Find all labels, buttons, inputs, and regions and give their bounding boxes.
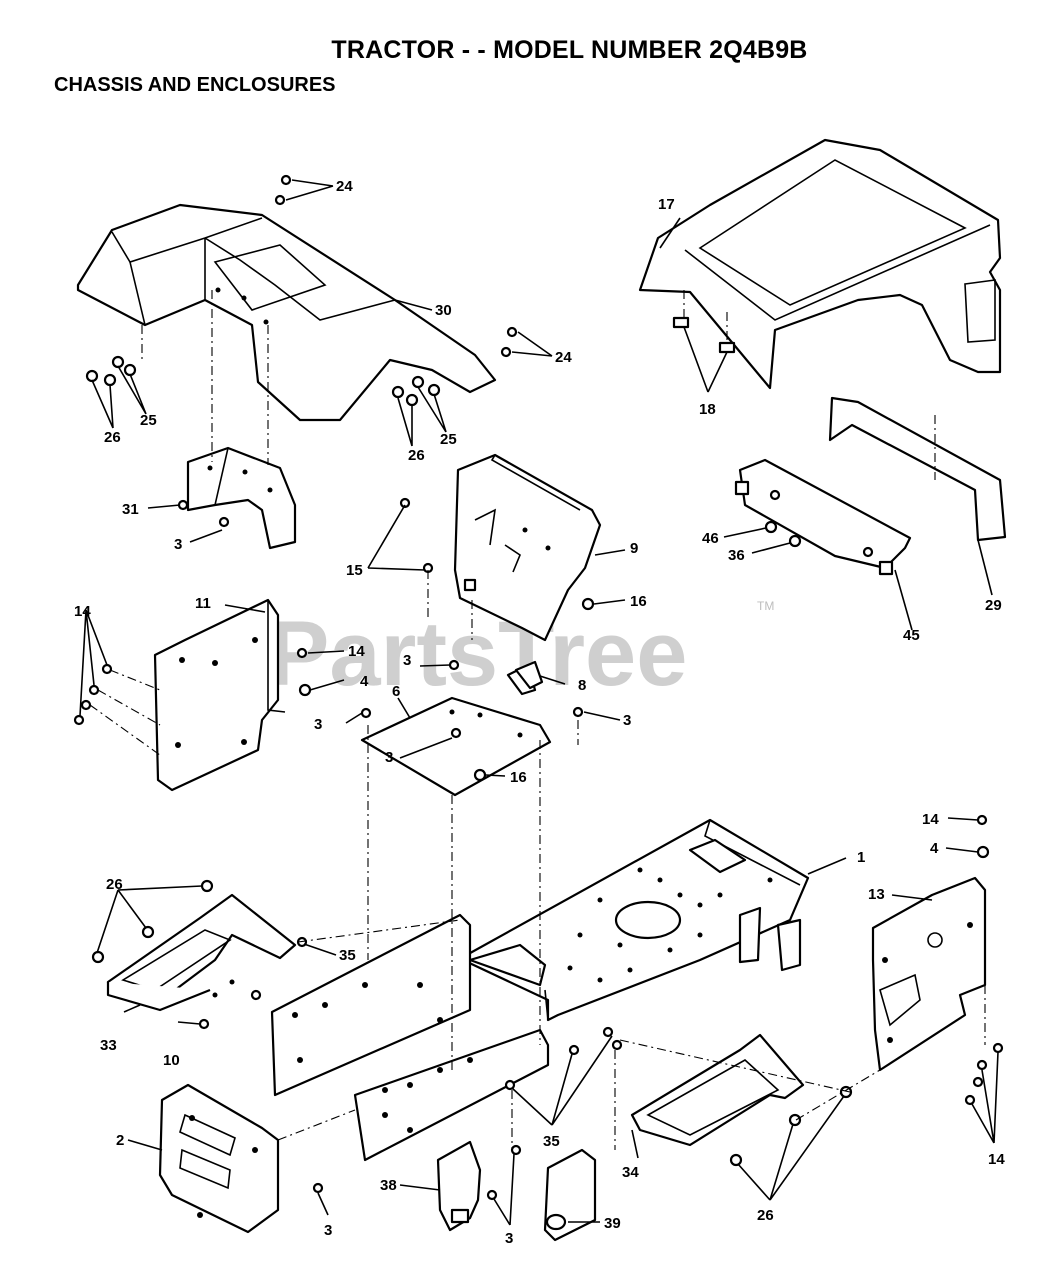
part-30-fender[interactable]: [76, 203, 497, 422]
callout-29: 29: [985, 597, 1002, 614]
section-title: CHASSIS AND ENCLOSURES: [54, 74, 336, 96]
leader-lines: [79, 179, 999, 1226]
callout-26: 26: [104, 429, 121, 446]
callout-10: 10: [163, 1052, 180, 1069]
callout-39: 39: [604, 1215, 621, 1232]
frame-rail-left-outer[interactable]: [270, 913, 472, 1097]
callout-24: 24: [555, 349, 572, 366]
frame-rail-left-inner[interactable]: [353, 1028, 550, 1162]
part-31-mount-bracket[interactable]: [186, 446, 297, 550]
page-title: TRACTOR - - MODEL NUMBER 2Q4B9B: [331, 36, 808, 64]
watermark: PartsTree: [268, 603, 687, 705]
callout-13: 13: [868, 886, 885, 903]
callout-33: 33: [100, 1037, 117, 1054]
part-45-bracket[interactable]: [734, 458, 912, 576]
callout-46: 46: [702, 530, 719, 547]
callout-3: 3: [505, 1230, 513, 1247]
callout-36: 36: [728, 547, 745, 564]
callout-25: 25: [140, 412, 157, 429]
part-1-frame[interactable]: [461, 818, 810, 1022]
callout-26: 26: [408, 447, 425, 464]
callout-8: 8: [578, 677, 586, 694]
part-39-bracket[interactable]: [543, 1148, 597, 1242]
part-2-front-bracket[interactable]: [158, 1083, 280, 1234]
callout-9: 9: [630, 540, 638, 557]
callout-14: 14: [922, 811, 939, 828]
callout-numbers: 24 30 24 26 25 26 25 17 18 31 3 15 9 16 …: [74, 178, 1005, 1247]
callout-14: 14: [74, 603, 91, 620]
callout-3: 3: [385, 749, 393, 766]
callout-17: 17: [658, 196, 675, 213]
callout-3: 3: [623, 712, 631, 729]
part-11-left-panel[interactable]: [153, 598, 286, 792]
callout-11: 11: [195, 595, 211, 612]
callout-45: 45: [903, 627, 920, 644]
callout-26: 26: [106, 876, 123, 893]
callout-6: 6: [392, 683, 400, 700]
callout-26: 26: [757, 1207, 774, 1224]
part-13-right-panel[interactable]: [871, 876, 987, 1072]
callout-4: 4: [360, 673, 369, 690]
callout-38: 38: [380, 1177, 397, 1194]
callout-14: 14: [988, 1151, 1005, 1168]
callout-16: 16: [510, 769, 527, 786]
part-38-bracket[interactable]: [436, 1140, 482, 1232]
callout-35: 35: [339, 947, 356, 964]
callout-35: 35: [543, 1133, 560, 1150]
part-9-dash-panel[interactable]: [453, 453, 602, 642]
callout-25: 25: [440, 431, 457, 448]
callout-16: 16: [630, 593, 647, 610]
callout-14: 14: [348, 643, 365, 660]
callout-15: 15: [346, 562, 363, 579]
callout-4: 4: [930, 840, 939, 857]
callout-31: 31: [122, 501, 139, 518]
callout-24: 24: [336, 178, 353, 195]
callout-2: 2: [116, 1132, 124, 1149]
alignment-lines: [89, 290, 986, 1150]
callout-30: 30: [435, 302, 452, 319]
callout-3: 3: [314, 716, 322, 733]
part-34-right-footrest[interactable]: [630, 1033, 805, 1147]
callout-3: 3: [324, 1222, 332, 1239]
callout-3: 3: [403, 652, 411, 669]
part-33-left-footrest[interactable]: [106, 893, 297, 1012]
watermark-tm: TM: [757, 599, 774, 613]
callout-18: 18: [699, 401, 716, 418]
callout-34: 34: [622, 1164, 639, 1181]
callout-3: 3: [174, 536, 182, 553]
part-17-seat-pan[interactable]: [638, 138, 1002, 390]
callout-1: 1: [857, 849, 865, 866]
